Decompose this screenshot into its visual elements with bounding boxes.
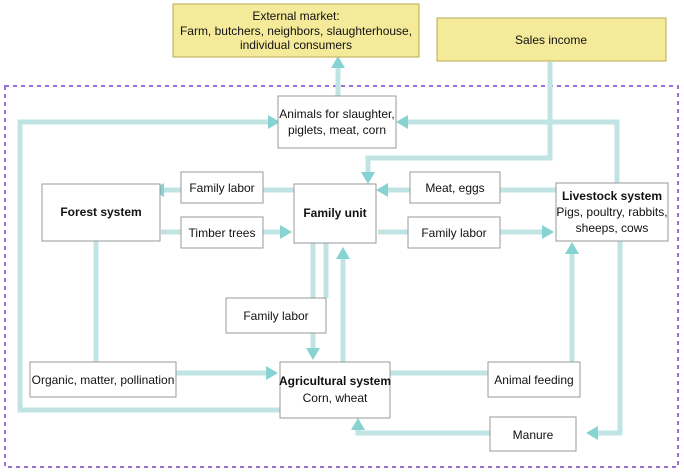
agricultural-system-subtitle: Corn, wheat [303,391,368,405]
livestock-system-node: Livestock system Pigs, poultry, rabbits,… [555,182,669,242]
meat-eggs-label: Meat, eggs [425,181,484,195]
manure-node: Manure [489,416,577,452]
flow-arrowheads [152,56,598,440]
animals-for-slaughter-line: piglets, meat, corn [288,123,386,137]
animal-feeding-label: Animal feeding [494,373,573,387]
sales-income-node: Sales income [436,17,667,62]
meat-eggs-node: Meat, eggs [409,171,501,204]
family-labor-mid-label: Family labor [243,309,308,323]
livestock-system-title: Livestock system [562,189,662,203]
animals-for-slaughter-node: Animals for slaughter, piglets, meat, co… [277,95,397,149]
external-market-line: individual consumers [240,38,352,52]
livestock-system-line: sheeps, cows [576,221,649,235]
family-labor-right-node: Family labor [407,216,501,249]
sales-income-label: Sales income [515,33,587,47]
flow-lines [17,62,623,436]
family-labor-top-node: Family labor [180,171,264,204]
family-labor-top-label: Family labor [189,181,254,195]
external-market-line: Farm, butchers, neighbors, slaughterhous… [180,24,412,38]
external-market-node: External market: Farm, butchers, neighbo… [172,3,420,58]
family-unit-label: Family unit [303,206,366,220]
animals-for-slaughter-line: Animals for slaughter, [279,107,394,121]
family-unit-node: Family unit [293,183,377,244]
livestock-system-line: Pigs, poultry, rabbits, [556,205,667,219]
timber-trees-label: Timber trees [189,226,256,240]
farm-boundary [4,85,679,468]
organic-matter-label: Organic, matter, pollination [32,373,175,387]
manure-label: Manure [513,428,554,442]
organic-matter-node: Organic, matter, pollination [29,361,177,398]
forest-system-node: Forest system [41,183,161,242]
animal-feeding-node: Animal feeding [487,361,581,398]
agricultural-system-title: Agricultural system [279,374,391,388]
timber-trees-node: Timber trees [180,216,264,249]
family-labor-mid-node: Family labor [225,297,327,334]
family-labor-right-label: Family labor [421,226,486,240]
external-market-title: External market: [252,9,339,23]
forest-system-label: Forest system [60,205,141,219]
agricultural-system-node: Agricultural system Corn, wheat [279,361,391,419]
